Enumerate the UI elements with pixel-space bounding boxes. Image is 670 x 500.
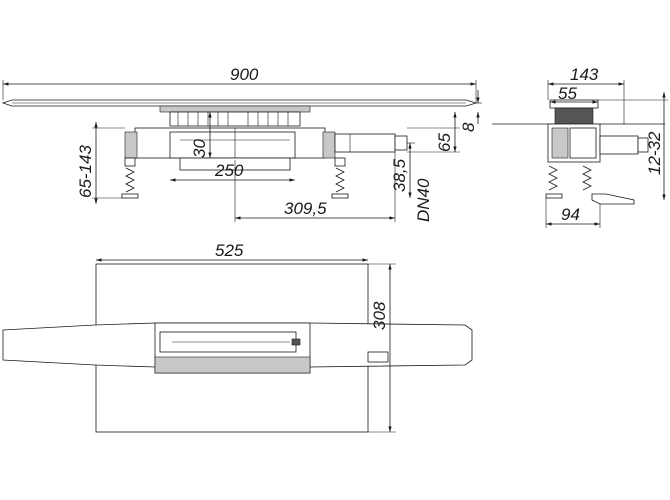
dim-65-label: 65 xyxy=(435,133,454,152)
dim-sheet-height: 308 xyxy=(368,263,396,433)
dim-308-label: 308 xyxy=(370,301,389,330)
dim-overall-length: 900 xyxy=(2,65,477,103)
dim-adjust-range: 12-32 xyxy=(598,92,668,200)
outlet-pipe xyxy=(334,133,408,153)
plan-outlet xyxy=(367,351,389,363)
side-left-foot xyxy=(545,165,563,199)
dim-65-143-label: 65-143 xyxy=(76,145,95,198)
dim-grate-depth: 8 xyxy=(459,90,482,132)
right-foot xyxy=(331,157,349,199)
dim-309-5-label: 309,5 xyxy=(284,199,327,218)
dim-900-label: 900 xyxy=(230,65,259,84)
dim-38-5-label: 38,5 xyxy=(390,158,409,192)
dim-8-label: 8 xyxy=(459,122,478,132)
dim-total-width: 143 xyxy=(547,65,625,124)
dim-525-label: 525 xyxy=(215,241,244,260)
dim-base-width: 94 xyxy=(545,198,601,228)
side-right-foot xyxy=(582,165,635,205)
grate-strip xyxy=(1,99,478,113)
dim-30-label: 30 xyxy=(190,139,209,158)
left-foot xyxy=(121,157,139,199)
side-body xyxy=(547,123,649,163)
dim-outlet-offset: 309,5 xyxy=(234,152,396,222)
side-top-flange xyxy=(549,99,599,125)
dim-12-32-label: 12-32 xyxy=(645,131,664,175)
dim-body-height: 65 xyxy=(407,112,460,153)
dim-body-width: 250 xyxy=(170,161,295,182)
outlet-type-label: DN40 xyxy=(414,178,433,222)
dim-sheet-width: 525 xyxy=(96,241,368,262)
plan-view: 525 308 xyxy=(2,241,473,433)
plan-grate xyxy=(2,322,473,374)
dim-channel-width: 55 xyxy=(550,84,598,104)
dim-55-label: 55 xyxy=(558,84,577,103)
dim-inner-height: 30 xyxy=(190,112,212,158)
front-view: 900 8 65 30 250 65 xyxy=(1,65,482,222)
dim-foot-height: 65-143 xyxy=(76,122,125,204)
dim-94-label: 94 xyxy=(561,205,580,224)
dim-250-label: 250 xyxy=(214,161,244,180)
grate-slots xyxy=(169,111,301,127)
side-view: 143 55 12-32 94 xyxy=(492,65,668,228)
dim-143-label: 143 xyxy=(570,65,599,84)
